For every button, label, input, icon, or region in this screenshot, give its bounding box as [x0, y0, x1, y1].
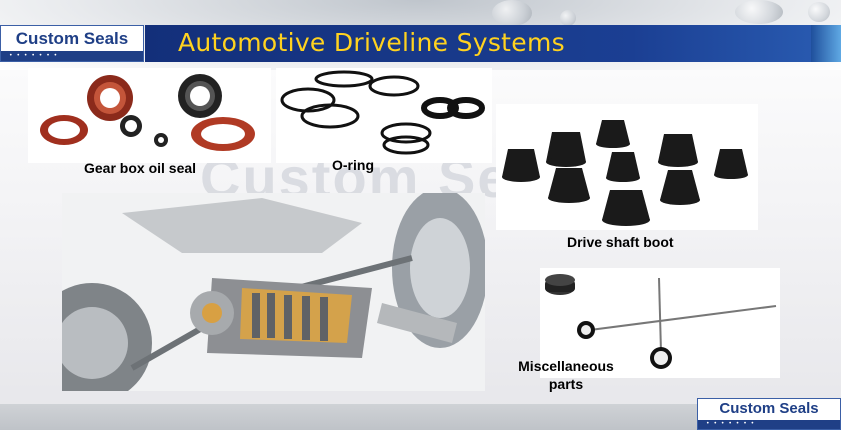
slide-title: Automotive Driveline Systems [178, 28, 565, 57]
driveline-illustration-icon [32, 188, 488, 403]
decorative-droplet [492, 0, 532, 26]
company-logo: Custom Seals • • • • • • • [0, 25, 144, 62]
decorative-droplet [560, 10, 576, 26]
decorative-droplet [808, 2, 830, 22]
misc-parts-photo [540, 268, 780, 378]
decorative-droplet [735, 0, 783, 24]
company-logo-footer: Custom Seals • • • • • • • [697, 398, 841, 430]
oil-seal-photo [28, 68, 271, 163]
oil-seal-caption: Gear box oil seal [84, 160, 197, 176]
drive-shaft-boot-caption: Drive shaft boot [567, 234, 674, 250]
logo-text: Custom Seals [15, 29, 129, 48]
oil-seal-icon [40, 74, 255, 151]
o-ring-caption: O-ring [332, 157, 374, 173]
misc-parts-caption: Miscellaneous parts [518, 358, 614, 392]
drive-shaft-boot-icon [502, 120, 748, 226]
driveline-cutaway-image [32, 188, 488, 403]
drive-shaft-boot-photo [496, 104, 758, 230]
o-ring-icon [280, 70, 485, 155]
logo-text-footer: Custom Seals [719, 400, 819, 417]
o-ring-photo [276, 68, 492, 163]
misc-parts-icon [545, 274, 777, 369]
title-bar: Automotive Driveline Systems [145, 25, 841, 62]
